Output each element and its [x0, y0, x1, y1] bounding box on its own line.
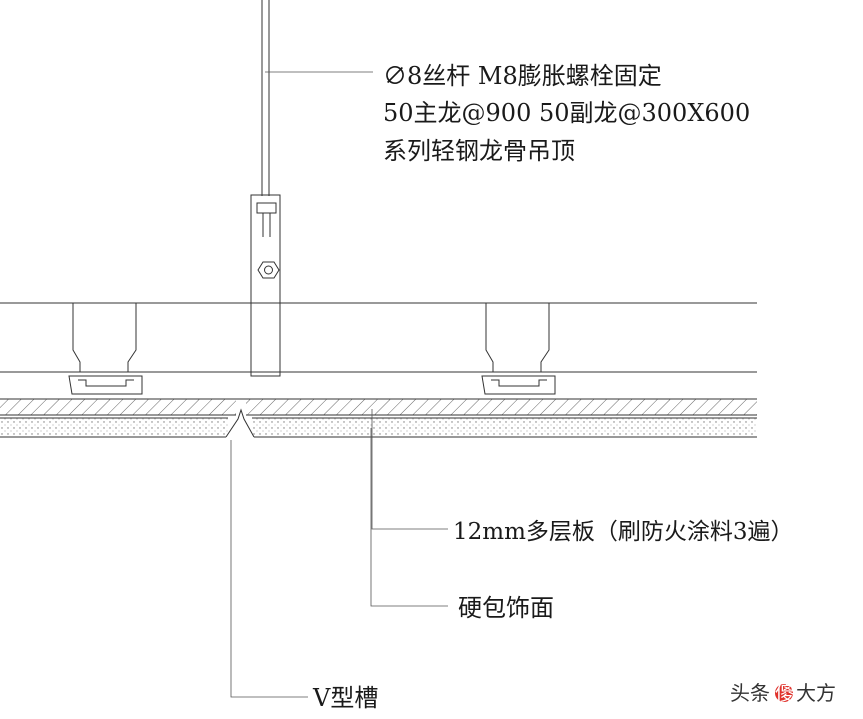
- nut-icon: [257, 261, 280, 279]
- watermark: 头条 傻 大方: [730, 681, 836, 705]
- rod-label: ∅8丝杆 M8膨胀螺栓固定: [383, 62, 662, 90]
- multilayer-board: [0, 398, 757, 416]
- hanger-rod: [261, 0, 270, 196]
- watermark-logo-icon: [775, 684, 793, 702]
- watermark-text-right: 大方: [796, 681, 836, 705]
- groove-leader-line: [230, 440, 308, 698]
- board-label: 12mm多层板（刷防火涂料3遍）: [453, 519, 794, 545]
- board-leader-line: [371, 409, 448, 530]
- system-label: 系列轻钢龙骨吊顶: [383, 137, 575, 165]
- watermark-text-mid: 傻: [775, 681, 795, 705]
- groove-label: V型槽: [312, 684, 378, 712]
- watermark-text-left: 头条: [730, 681, 770, 705]
- finish-label: 硬包饰面: [458, 594, 554, 622]
- finish-leader-line: [370, 428, 448, 607]
- v-groove: [225, 408, 255, 438]
- finish-layer: [0, 417, 757, 438]
- lower-leaders: [230, 409, 448, 698]
- keel-label: 50主龙@900 50副龙@300X600: [383, 99, 750, 127]
- keel-clip-left: [68, 302, 143, 395]
- keel-clip-right: [481, 302, 556, 395]
- main-keel: [0, 302, 757, 373]
- hanger-bracket: [250, 194, 281, 377]
